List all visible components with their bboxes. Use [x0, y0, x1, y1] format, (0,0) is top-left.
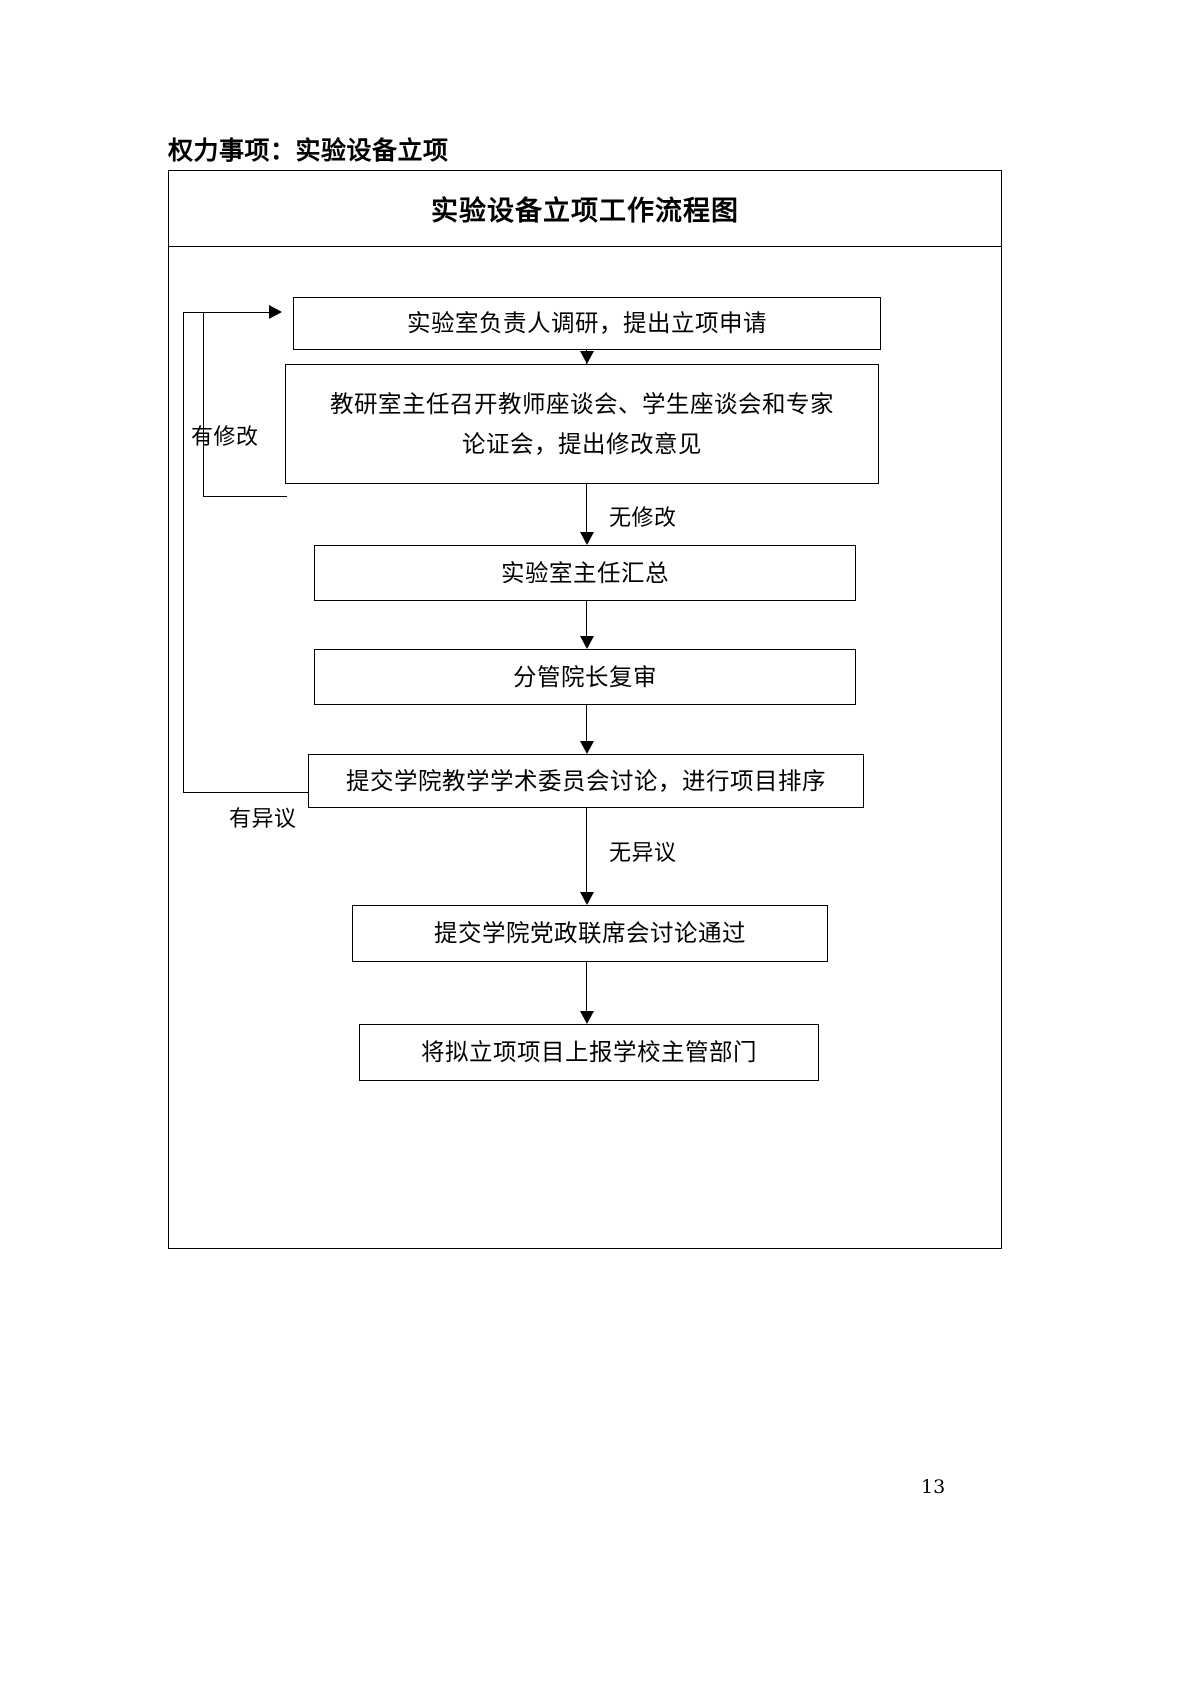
flow-node-label: 分管院长复审	[513, 662, 657, 691]
feedback-objection-horizontal-upper	[183, 312, 272, 313]
flow-node-symposium: 教研室主任召开教师座谈会、学生座谈会和专家 论证会，提出修改意见	[285, 364, 879, 484]
flow-node-academic-committee: 提交学院教学学术委员会讨论，进行项目排序	[308, 754, 864, 808]
connector-node6-to-node7	[586, 962, 587, 1011]
feedback-objection-horizontal-lower	[183, 792, 309, 793]
arrow-down-icon	[580, 1011, 594, 1024]
arrow-down-icon	[580, 532, 594, 545]
flow-node-apply: 实验室负责人调研，提出立项申请	[293, 297, 881, 350]
arrow-down-icon	[580, 892, 594, 905]
edge-label-no-objection: 无异议	[609, 841, 677, 866]
flow-node-label: 实验室主任汇总	[501, 558, 669, 587]
flowchart-title-cell: 实验设备立项工作流程图	[169, 171, 1001, 247]
flow-node-lab-director-summary: 实验室主任汇总	[314, 545, 856, 601]
arrow-down-icon	[580, 636, 594, 649]
arrow-down-icon	[580, 741, 594, 754]
flowchart-frame: 实验设备立项工作流程图 实验室负责人调研，提出立项申请 教研室主任召开教师座谈会…	[168, 170, 1002, 1249]
flow-node-label: 提交学院党政联席会讨论通过	[434, 919, 746, 948]
flow-node-report-to-school: 将拟立项项目上报学校主管部门	[359, 1024, 819, 1081]
flow-node-label: 提交学院教学学术委员会讨论，进行项目排序	[346, 766, 826, 795]
feedback-revision-horizontal-lower	[203, 496, 287, 497]
edge-label-has-objection: 有异议	[229, 807, 297, 832]
connector-node2-to-node3	[586, 484, 587, 532]
arrow-right-icon	[269, 305, 282, 319]
flow-node-label-line2: 论证会，提出修改意见	[462, 430, 702, 458]
edge-label-has-revision: 有修改	[191, 425, 259, 450]
flow-node-label-line1: 教研室主任召开教师座谈会、学生座谈会和专家	[330, 389, 834, 418]
flowchart-title: 实验设备立项工作流程图	[431, 196, 739, 227]
flow-node-label: 实验室负责人调研，提出立项申请	[407, 309, 767, 338]
arrow-down-icon	[580, 351, 594, 364]
flow-node-label: 将拟立项项目上报学校主管部门	[421, 1038, 757, 1067]
connector-node5-to-node6	[586, 808, 587, 892]
feedback-objection-vertical	[183, 312, 184, 793]
feedback-revision-vertical	[203, 312, 204, 497]
connector-node3-to-node4	[586, 601, 587, 636]
flowchart-canvas: 实验室负责人调研，提出立项申请 教研室主任召开教师座谈会、学生座谈会和专家 论证…	[169, 247, 1001, 1248]
edge-label-no-revision: 无修改	[609, 506, 677, 531]
flow-node-dean-review: 分管院长复审	[314, 649, 856, 705]
connector-node4-to-node5	[586, 705, 587, 741]
page-number: 13	[921, 1476, 946, 1498]
power-item-header: 权力事项：实验设备立项	[168, 136, 449, 165]
flow-node-joint-meeting: 提交学院党政联席会讨论通过	[352, 905, 828, 962]
